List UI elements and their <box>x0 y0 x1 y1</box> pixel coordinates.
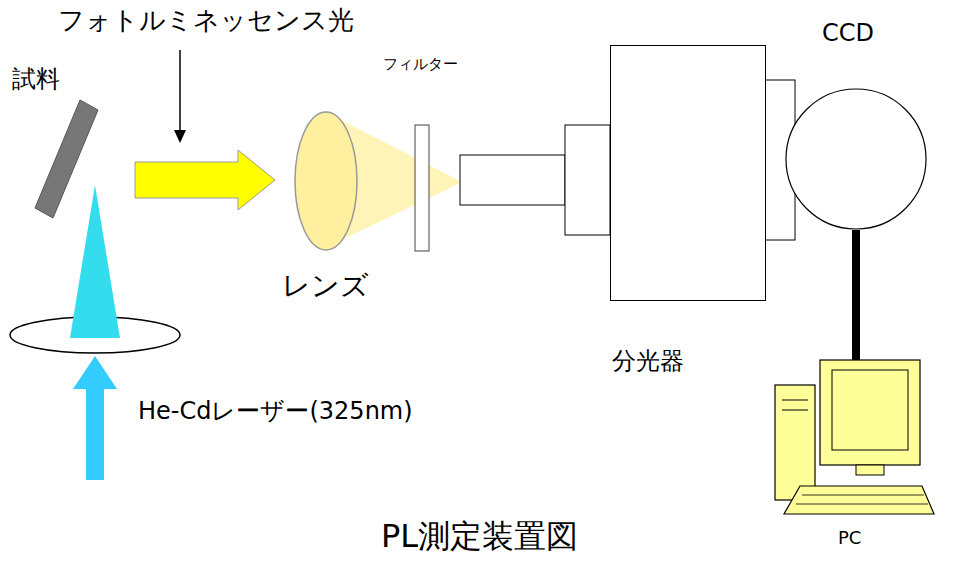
node-label: 分光器 <box>612 348 684 376</box>
sample-plate-shape <box>35 100 100 222</box>
input-flange <box>565 125 610 235</box>
cable <box>856 230 857 360</box>
node-label: CCD <box>822 20 874 48</box>
lens: レンズ <box>293 110 359 252</box>
input-tube <box>460 155 565 205</box>
node-label: レンズ <box>282 270 369 302</box>
node-label: PC <box>838 528 861 549</box>
pointer-head <box>174 130 186 143</box>
spectrometer-shape <box>610 45 766 301</box>
sample-plate: 試料 <box>35 100 100 222</box>
laser-label: He-Cdレーザー(325nm) <box>138 398 413 426</box>
pl-light-arrow <box>135 150 275 210</box>
node-label: 試料 <box>12 66 60 94</box>
node-label: フィルター <box>383 56 458 73</box>
filter: フィルター <box>414 124 430 252</box>
filter-shape <box>414 124 430 252</box>
ccd-camera: CCD <box>785 88 927 230</box>
pc-icon-shape <box>772 360 937 518</box>
light-label: フォトルミネッセンス光 <box>58 6 354 36</box>
spectrometer: 分光器 <box>610 45 766 301</box>
pc-icon: PC <box>772 360 937 518</box>
laser-beam <box>70 185 120 338</box>
lens-shape <box>293 110 359 252</box>
ccd-camera-shape <box>785 88 927 230</box>
pointer-line <box>179 50 181 132</box>
laser-arrow-head <box>73 356 117 389</box>
figure-caption: PL測定装置図 <box>381 518 578 555</box>
laser-arrow-shaft <box>86 385 104 480</box>
